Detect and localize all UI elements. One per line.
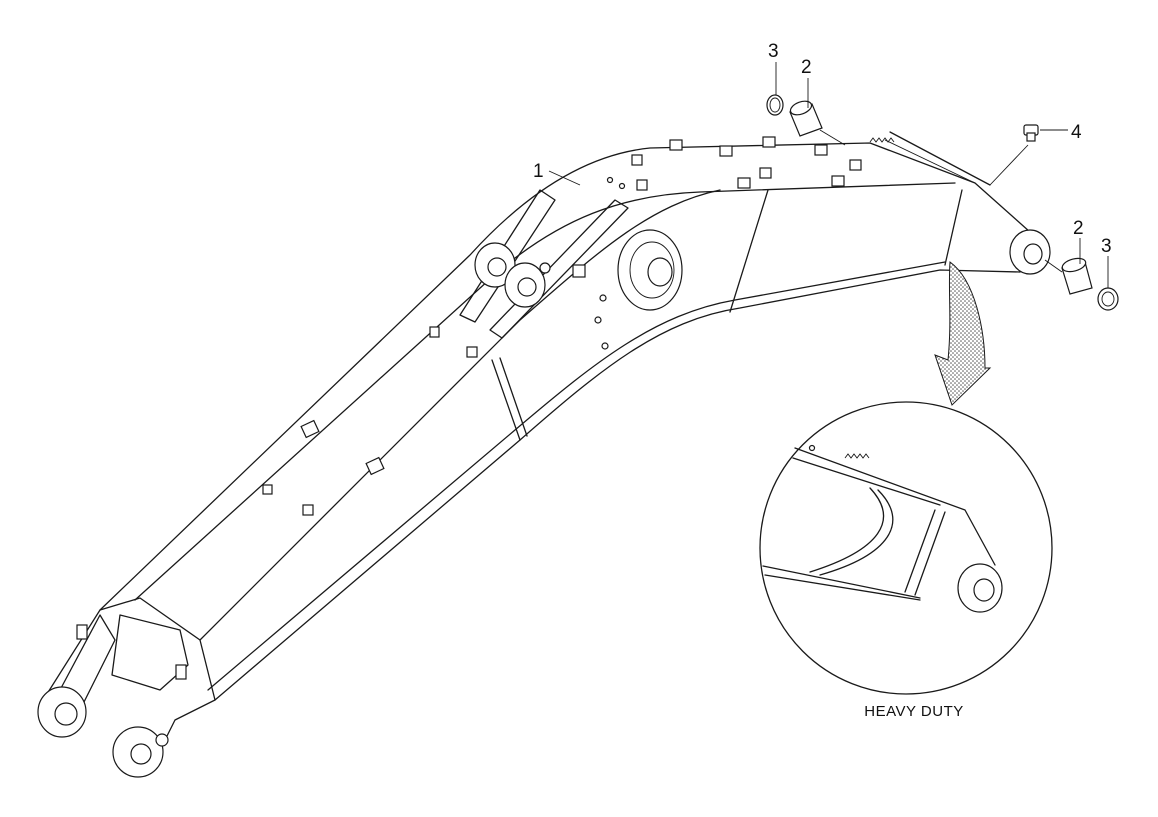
callout-boom: 1 — [533, 161, 544, 182]
boom-bottom-inner-edge — [207, 261, 946, 691]
boom-cylinder-boss — [617, 229, 683, 311]
bushing-top-part — [789, 100, 823, 137]
bushing-right-part — [1061, 257, 1093, 295]
hose-rail — [889, 131, 991, 186]
detail-circle — [759, 401, 1053, 695]
callout-seal-right: 3 — [1101, 236, 1112, 257]
web-plate-2 — [499, 357, 528, 437]
linkage-plates — [459, 189, 629, 339]
seal-right-part — [1097, 287, 1119, 311]
callout-bushing-top: 2 — [801, 57, 812, 78]
hose-rail-inner — [884, 139, 976, 184]
boom-rear-boss — [1009, 229, 1051, 275]
boom-top-edge — [39, 142, 1031, 706]
callout-fitting: 4 — [1071, 122, 1082, 143]
foot-right-boss — [112, 726, 169, 778]
foot-frame-inner — [111, 614, 189, 691]
boom-bottom-edge — [214, 269, 1021, 701]
leader-lines — [548, 62, 1109, 288]
web-plate-3 — [729, 189, 769, 313]
foot-frame — [99, 597, 216, 771]
detail-caption: HEAVY DUTY — [864, 703, 963, 720]
bolt-holes — [594, 176, 626, 350]
pipe-clamps — [76, 136, 862, 680]
boom-side-top — [199, 189, 721, 641]
fitting-part — [1023, 124, 1039, 142]
foot-left-boss — [37, 686, 87, 738]
boom-top-inner-edge — [134, 182, 956, 601]
detail-arrow — [934, 261, 992, 406]
seal-top-part — [766, 94, 784, 116]
detail-view — [759, 401, 1053, 695]
web-plate-1 — [491, 359, 521, 441]
callout-seal-top: 3 — [768, 41, 779, 62]
web-plate-4 — [944, 189, 963, 266]
hose-teeth — [869, 137, 895, 143]
boom-body — [37, 131, 1051, 778]
callout-bushing-right: 2 — [1073, 218, 1084, 239]
